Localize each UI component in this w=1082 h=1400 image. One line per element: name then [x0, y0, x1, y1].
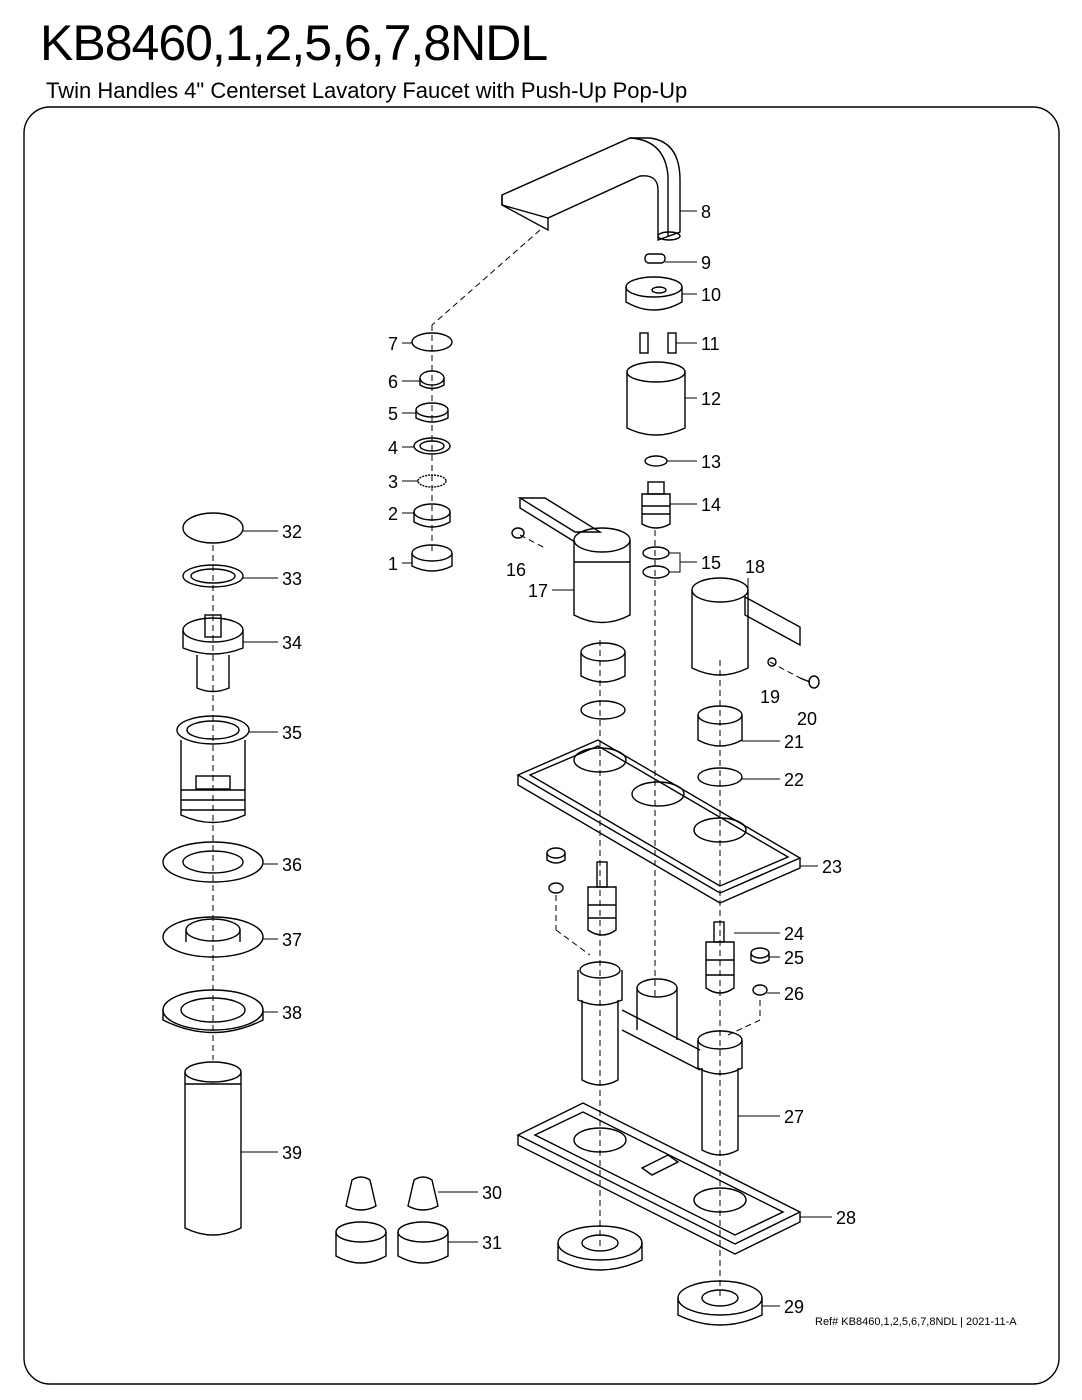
part-22 [697, 767, 743, 787]
label-part-9: 9 [701, 253, 711, 273]
part-21 [697, 705, 743, 747]
mounting-nut-left [557, 1225, 643, 1271]
label-part-38: 38 [282, 1003, 302, 1023]
handle-part-17 [517, 497, 631, 624]
ferrule-part-30 [345, 1176, 439, 1211]
label-part-23: 23 [822, 857, 842, 877]
label-part-16: 16 [506, 560, 526, 580]
part-9 [644, 253, 666, 264]
part-15-orings [642, 546, 670, 579]
label-part-3: 3 [388, 472, 398, 492]
part-2 [413, 503, 451, 528]
label-part-15: 15 [701, 553, 721, 573]
part-13 [644, 455, 668, 467]
label-part-1: 1 [388, 554, 398, 574]
part-26 [752, 984, 768, 996]
label-part-12: 12 [701, 389, 721, 409]
part-7 [411, 332, 453, 352]
leader-lines [241, 210, 832, 1307]
label-part-5: 5 [388, 404, 398, 424]
part-labels: 1 2 3 4 5 6 7 8 9 10 11 12 13 14 15 16 1… [282, 202, 856, 1317]
page-title: KB8460,1,2,5,6,7,8NDL [40, 15, 548, 71]
part-33 [182, 564, 244, 588]
label-part-36: 36 [282, 855, 302, 875]
base-plate-part-28 [516, 1102, 802, 1255]
label-part-26: 26 [784, 984, 804, 1004]
label-part-39: 39 [282, 1143, 302, 1163]
part-16 [511, 527, 525, 539]
part-14 [641, 481, 671, 529]
label-part-31: 31 [482, 1233, 502, 1253]
label-part-25: 25 [784, 948, 804, 968]
seat-spring-left [546, 847, 566, 894]
nut-under-handle-left [580, 642, 626, 720]
coupling-nut-part-31 [335, 1221, 449, 1264]
washer-part-37 [162, 916, 264, 958]
label-part-13: 13 [701, 452, 721, 472]
label-part-4: 4 [388, 438, 398, 458]
label-part-34: 34 [282, 633, 302, 653]
label-part-37: 37 [282, 930, 302, 950]
handle-part-18 [691, 577, 801, 676]
part-3 [417, 474, 447, 488]
spout-part-8 [501, 137, 681, 241]
tailpiece-part-39 [184, 1061, 242, 1236]
part-19 [767, 657, 777, 667]
part-4 [413, 437, 451, 455]
part-11-screws [639, 332, 677, 354]
label-part-7: 7 [388, 334, 398, 354]
diagram-frame [23, 106, 1060, 1385]
part-20 [799, 675, 820, 689]
reference-note: Ref# KB8460,1,2,5,6,7,8NDL | 2021-11-A [815, 1316, 1017, 1328]
label-part-30: 30 [482, 1183, 502, 1203]
locknut-part-38 [162, 989, 264, 1034]
label-part-14: 14 [701, 495, 721, 515]
label-part-10: 10 [701, 285, 721, 305]
label-part-27: 27 [784, 1107, 804, 1127]
deck-plate-part-23 [516, 739, 802, 904]
label-part-18: 18 [745, 557, 765, 577]
part-5 [415, 402, 449, 423]
label-part-17: 17 [528, 581, 548, 601]
label-part-35: 35 [282, 723, 302, 743]
label-part-20: 20 [797, 709, 817, 729]
label-part-24: 24 [784, 924, 804, 944]
label-part-8: 8 [701, 202, 711, 222]
label-part-32: 32 [282, 522, 302, 542]
part-10 [625, 276, 683, 311]
part-6 [419, 370, 445, 390]
cartridge-part-24 [705, 921, 735, 994]
label-part-6: 6 [388, 372, 398, 392]
part-12 [626, 361, 686, 436]
label-part-29: 29 [784, 1297, 804, 1317]
label-part-2: 2 [388, 504, 398, 524]
label-part-19: 19 [760, 687, 780, 707]
part-25 [750, 947, 770, 964]
part-32 [182, 512, 244, 544]
label-part-28: 28 [836, 1208, 856, 1228]
mounting-nut-part-29 [677, 1280, 763, 1326]
part-1 [411, 544, 453, 572]
label-part-11: 11 [701, 334, 720, 354]
assembly-lines [212, 229, 801, 1300]
drain-body-part-35 [176, 715, 250, 824]
label-part-33: 33 [282, 569, 302, 589]
label-part-21: 21 [784, 732, 804, 752]
part-34 [182, 614, 244, 693]
page-subtitle: Twin Handles 4" Centerset Lavatory Fauce… [46, 78, 688, 103]
label-part-22: 22 [784, 770, 804, 790]
valve-body-part-27 [577, 961, 743, 1156]
gasket-part-36 [162, 841, 264, 883]
cartridge-left [587, 861, 617, 936]
